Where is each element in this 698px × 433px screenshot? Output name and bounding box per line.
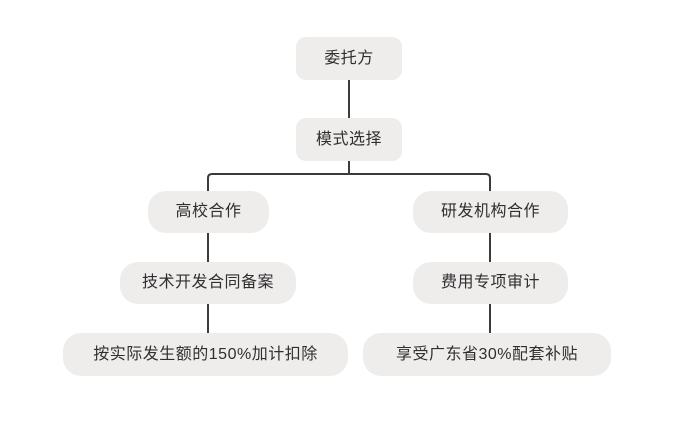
node-tech-dev-contract-filing: 技术开发合同备案 bbox=[120, 262, 296, 304]
node-deduction-150: 按实际发生额的150%加计扣除 bbox=[63, 333, 348, 376]
node-expense-special-audit: 费用专项审计 bbox=[413, 262, 568, 304]
node-mode-selection: 模式选择 bbox=[296, 118, 402, 161]
node-university-cooperation: 高校合作 bbox=[148, 191, 269, 233]
node-university-cooperation-label: 高校合作 bbox=[175, 203, 242, 220]
node-mode-selection-label: 模式选择 bbox=[315, 130, 382, 148]
node-client: 委托方 bbox=[296, 37, 402, 80]
node-deduction-150-label: 按实际发生额的150%加计扣除 bbox=[93, 345, 318, 363]
node-client-label: 委托方 bbox=[324, 49, 374, 67]
edge-mode-branch-span bbox=[207, 173, 491, 191]
node-rd-institution-cooperation: 研发机构合作 bbox=[413, 191, 568, 233]
node-expense-special-audit-label: 费用专项审计 bbox=[440, 274, 540, 291]
node-tech-dev-contract-filing-label: 技术开发合同备案 bbox=[141, 274, 274, 291]
node-subsidy-30-label: 享受广东省30%配套补贴 bbox=[395, 345, 579, 363]
node-subsidy-30: 享受广东省30%配套补贴 bbox=[363, 333, 611, 376]
node-rd-institution-cooperation-label: 研发机构合作 bbox=[440, 203, 540, 220]
